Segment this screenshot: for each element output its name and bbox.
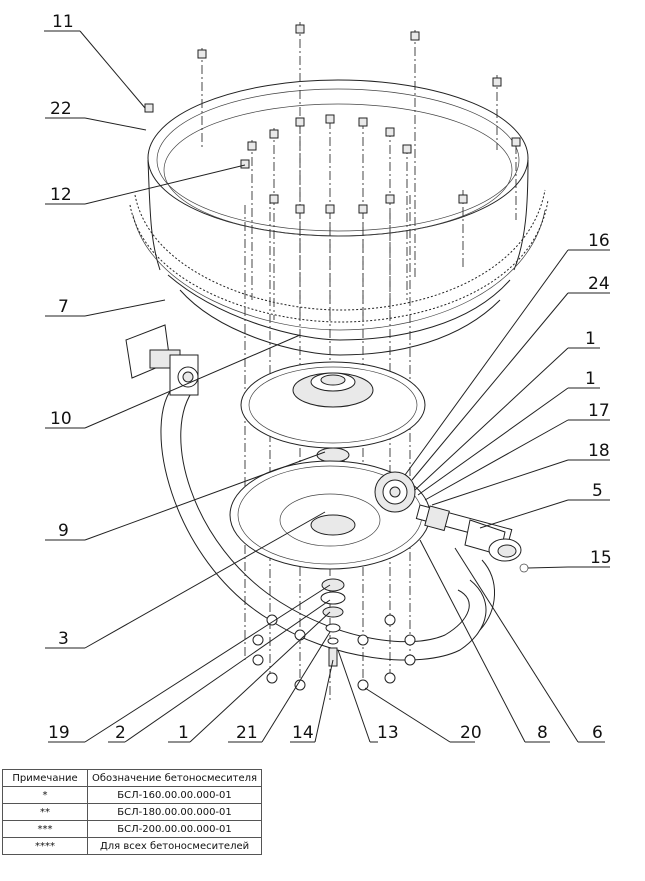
callout-1-mid: 1	[585, 369, 596, 389]
callout-12: 12	[50, 185, 72, 205]
table-header: Примечание	[2, 769, 88, 787]
table-cell: БСЛ-180.00.00.000-01	[86, 803, 263, 821]
lower-hardware-stack	[252, 578, 416, 691]
callout-18: 18	[588, 441, 610, 461]
callout-15: 15	[590, 548, 612, 568]
callout-21: 21	[236, 723, 258, 743]
callout-17: 17	[588, 401, 610, 421]
callout-11: 11	[52, 12, 74, 32]
callout-6: 6	[592, 723, 603, 743]
callout-1-top: 1	[585, 329, 596, 349]
pinion-gear	[374, 471, 416, 513]
bottom-plate	[240, 361, 426, 449]
table-header-row: Примечание Обозначение бетоносмесителя	[2, 769, 263, 787]
callout-9: 9	[58, 521, 69, 541]
callout-10: 10	[50, 409, 72, 429]
table-header: Обозначение бетоносмесителя	[86, 769, 263, 787]
curved-drive-pipe	[160, 384, 495, 661]
callout-8: 8	[537, 723, 548, 743]
table-cell: БСЛ-160.00.00.000-01	[86, 786, 263, 804]
table-row: * БСЛ-160.00.00.000-01	[2, 786, 263, 804]
callout-19: 19	[48, 723, 70, 743]
callout-13: 13	[377, 723, 399, 743]
left-flange	[125, 324, 199, 396]
callout-labels: 11 22 12 7 10 9 3 16 24 1 1 17 18 5 15 1…	[48, 12, 612, 743]
callout-7: 7	[58, 297, 69, 317]
table-row: ** БСЛ-180.00.00.000-01	[2, 803, 263, 821]
table-row: *** БСЛ-200.00.00.000-01	[2, 820, 263, 838]
drum-bowl	[129, 79, 549, 356]
callout-3: 3	[58, 629, 69, 649]
table-cell: Для всех бетоносмесителей	[86, 837, 263, 855]
leader-lines	[44, 30, 610, 743]
table-cell: ****	[2, 837, 88, 855]
callout-1-bottom: 1	[178, 723, 189, 743]
callout-5: 5	[592, 481, 603, 501]
callout-14: 14	[292, 723, 314, 743]
drive-shaft	[415, 504, 529, 573]
table-cell: *	[2, 786, 88, 804]
callout-16: 16	[588, 231, 610, 251]
notes-table: Примечание Обозначение бетоносмесителя *…	[2, 769, 263, 855]
table-cell: БСЛ-200.00.00.000-01	[86, 820, 263, 838]
callout-20: 20	[460, 723, 482, 743]
callout-24: 24	[588, 274, 610, 294]
table-row: **** Для всех бетоносмесителей	[2, 837, 263, 855]
table-cell: **	[2, 803, 88, 821]
ring-bolts	[144, 24, 521, 214]
callout-22: 22	[50, 99, 72, 119]
callout-2: 2	[115, 723, 126, 743]
table-cell: ***	[2, 820, 88, 838]
